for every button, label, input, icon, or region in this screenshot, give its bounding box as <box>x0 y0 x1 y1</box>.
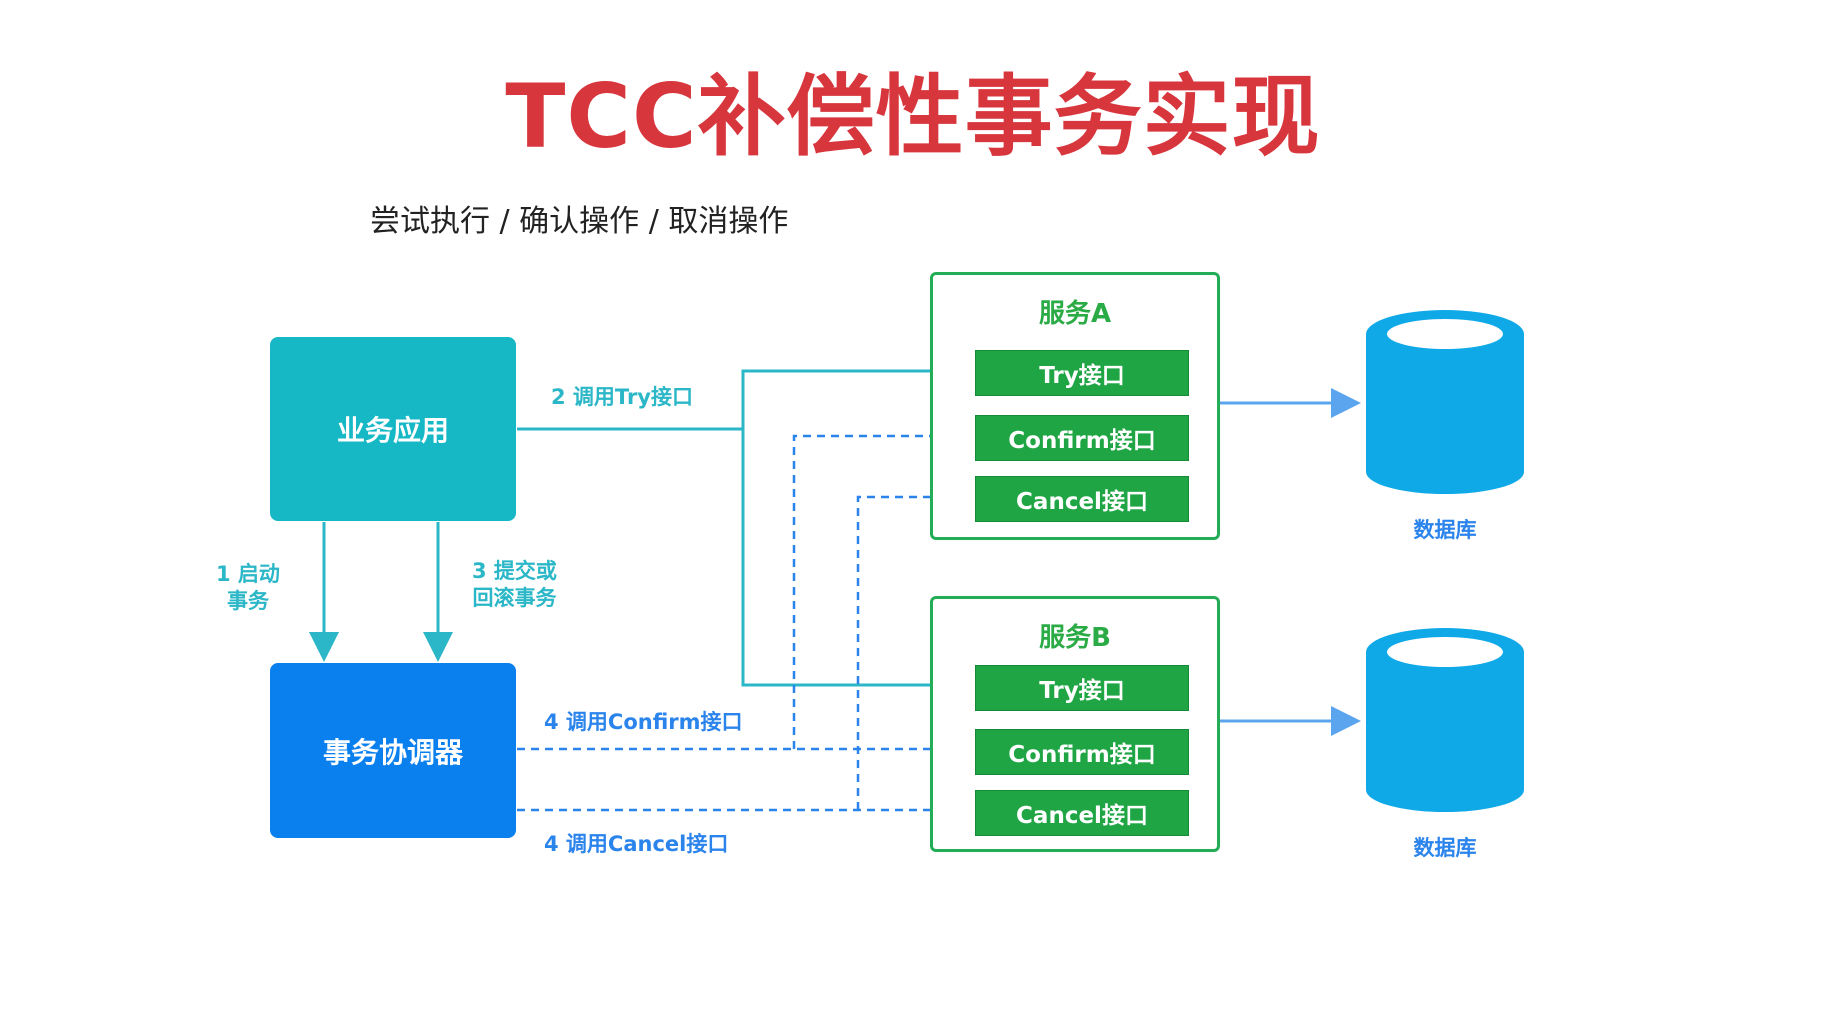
arrow-try-service-a <box>517 356 971 431</box>
database-icon <box>1366 310 1524 494</box>
commit-rollback-label-line2: 回滚事务 <box>472 586 557 610</box>
service-b-confirm-interface: Confirm接口 <box>975 729 1189 775</box>
subtitle: 尝试执行 / 确认操作 / 取消操作 <box>370 204 789 239</box>
arrow-confirm-service-a <box>792 423 971 749</box>
service-b-cancel-interface: Cancel接口 <box>975 790 1189 836</box>
service-b-title: 服务B <box>1039 623 1111 653</box>
call-try-label: 2 调用Try接口 <box>551 385 693 409</box>
database-icon <box>1366 628 1524 812</box>
commit-rollback-label: 3 提交或 回滚事务 <box>472 558 557 612</box>
start-transaction-label-line1: 1 启动 <box>216 562 280 586</box>
start-transaction-label: 1 启动 事务 <box>216 561 280 615</box>
start-transaction-label-line2: 事务 <box>226 589 269 613</box>
service-a-title: 服务A <box>1038 299 1112 329</box>
service-a-box: 服务A Try接口 Confirm接口 Cancel接口 <box>930 272 1220 540</box>
commit-rollback-label-line1: 3 提交或 <box>472 559 557 583</box>
business-app-node: 业务应用 <box>270 337 516 521</box>
database-b-label: 数据库 <box>1413 836 1477 860</box>
service-b-box: 服务B Try接口 Confirm接口 Cancel接口 <box>930 596 1220 852</box>
call-confirm-label: 4 调用Confirm接口 <box>544 710 743 734</box>
service-a-cancel-interface: Cancel接口 <box>975 476 1189 522</box>
service-b-try-interface: Try接口 <box>975 665 1189 711</box>
transaction-coordinator-node: 事务协调器 <box>270 663 516 838</box>
service-a-confirm-interface: Confirm接口 <box>975 415 1189 461</box>
arrow-try-service-b <box>741 429 971 700</box>
arrow-cancel-service-a <box>856 484 971 810</box>
page-title: TCC补偿性事务实现 <box>505 65 1321 168</box>
call-cancel-label: 4 调用Cancel接口 <box>544 832 729 856</box>
database-a-label: 数据库 <box>1413 518 1477 542</box>
service-a-try-interface: Try接口 <box>975 350 1189 396</box>
